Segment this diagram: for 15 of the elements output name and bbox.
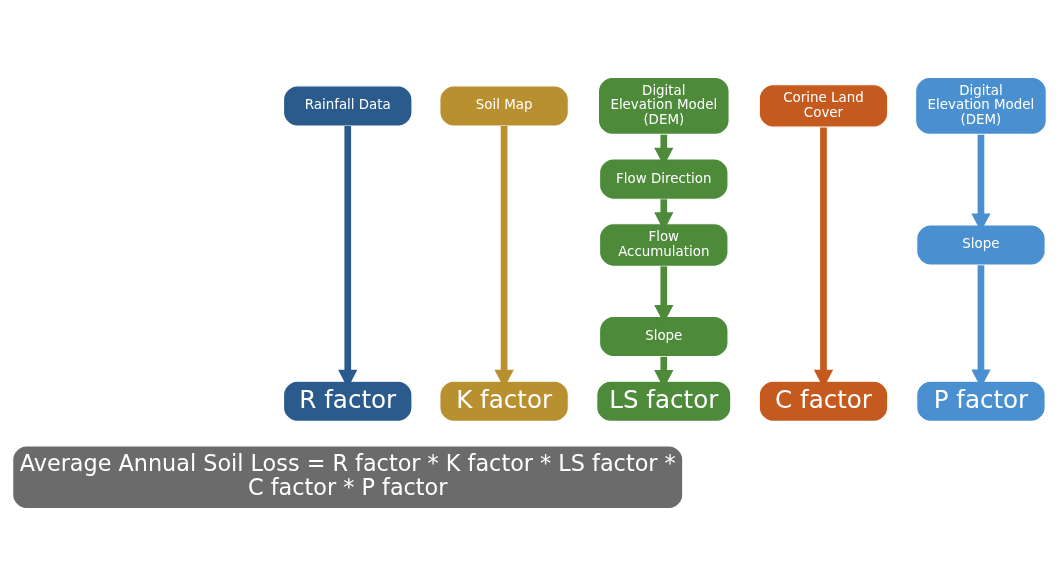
node-box: R factor bbox=[283, 380, 413, 422]
node-box: Corine Land Cover bbox=[758, 84, 889, 128]
node-box: Flow Direction bbox=[599, 158, 729, 200]
node-box: Rainfall Data bbox=[283, 85, 413, 127]
node-box: Slope bbox=[599, 315, 729, 358]
node-box: K factor bbox=[439, 380, 569, 422]
node-box: Average Annual Soil Loss = R factor * K factor * LS factor * C factor * P factor bbox=[12, 445, 684, 510]
node-box: Digital Elevation Model (DEM) bbox=[597, 76, 730, 135]
node-box: Digital Elevation Model (DEM) bbox=[915, 76, 1047, 135]
node-box: Soil Map bbox=[439, 85, 569, 127]
node-box: Slope bbox=[916, 224, 1046, 266]
node-box: LS factor bbox=[596, 380, 732, 422]
node-box: P factor bbox=[916, 380, 1046, 422]
node-box: C factor bbox=[758, 380, 889, 422]
node-box: Flow Accumulation bbox=[599, 223, 729, 267]
